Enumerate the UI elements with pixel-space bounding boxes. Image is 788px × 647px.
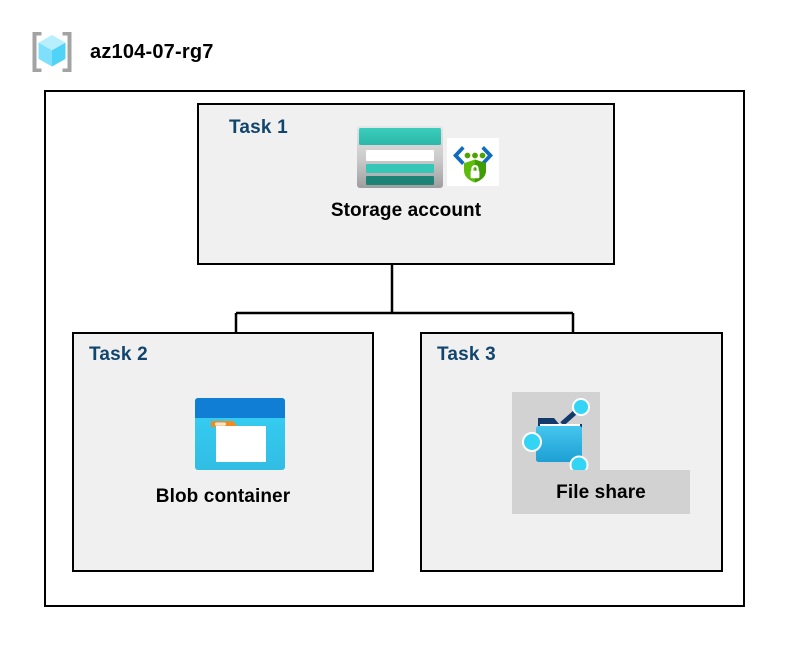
task-2-label: Task 2	[89, 344, 148, 365]
resource-group-icon	[32, 32, 72, 72]
file-share-label-highlight	[512, 470, 690, 514]
blob-container-icon[interactable]	[193, 396, 287, 472]
private-link-icon[interactable]	[447, 138, 499, 186]
task-1-label: Task 1	[229, 117, 288, 138]
task-1-box[interactable]: Task 1	[197, 103, 615, 265]
task-2-box[interactable]: Task 2 Blob container	[72, 332, 374, 572]
task-3-box[interactable]: Task 3	[420, 332, 723, 572]
storage-account-icon[interactable]	[356, 125, 444, 189]
storage-account-label: Storage account	[330, 200, 482, 221]
resource-group-header: az104-07-rg7	[28, 24, 448, 80]
file-share-label: File share	[556, 482, 646, 503]
resource-group-title: az104-07-rg7	[90, 40, 214, 63]
task-3-label: Task 3	[437, 344, 496, 365]
blob-container-label: Blob container	[155, 486, 291, 507]
file-share-icon[interactable]	[518, 396, 596, 476]
